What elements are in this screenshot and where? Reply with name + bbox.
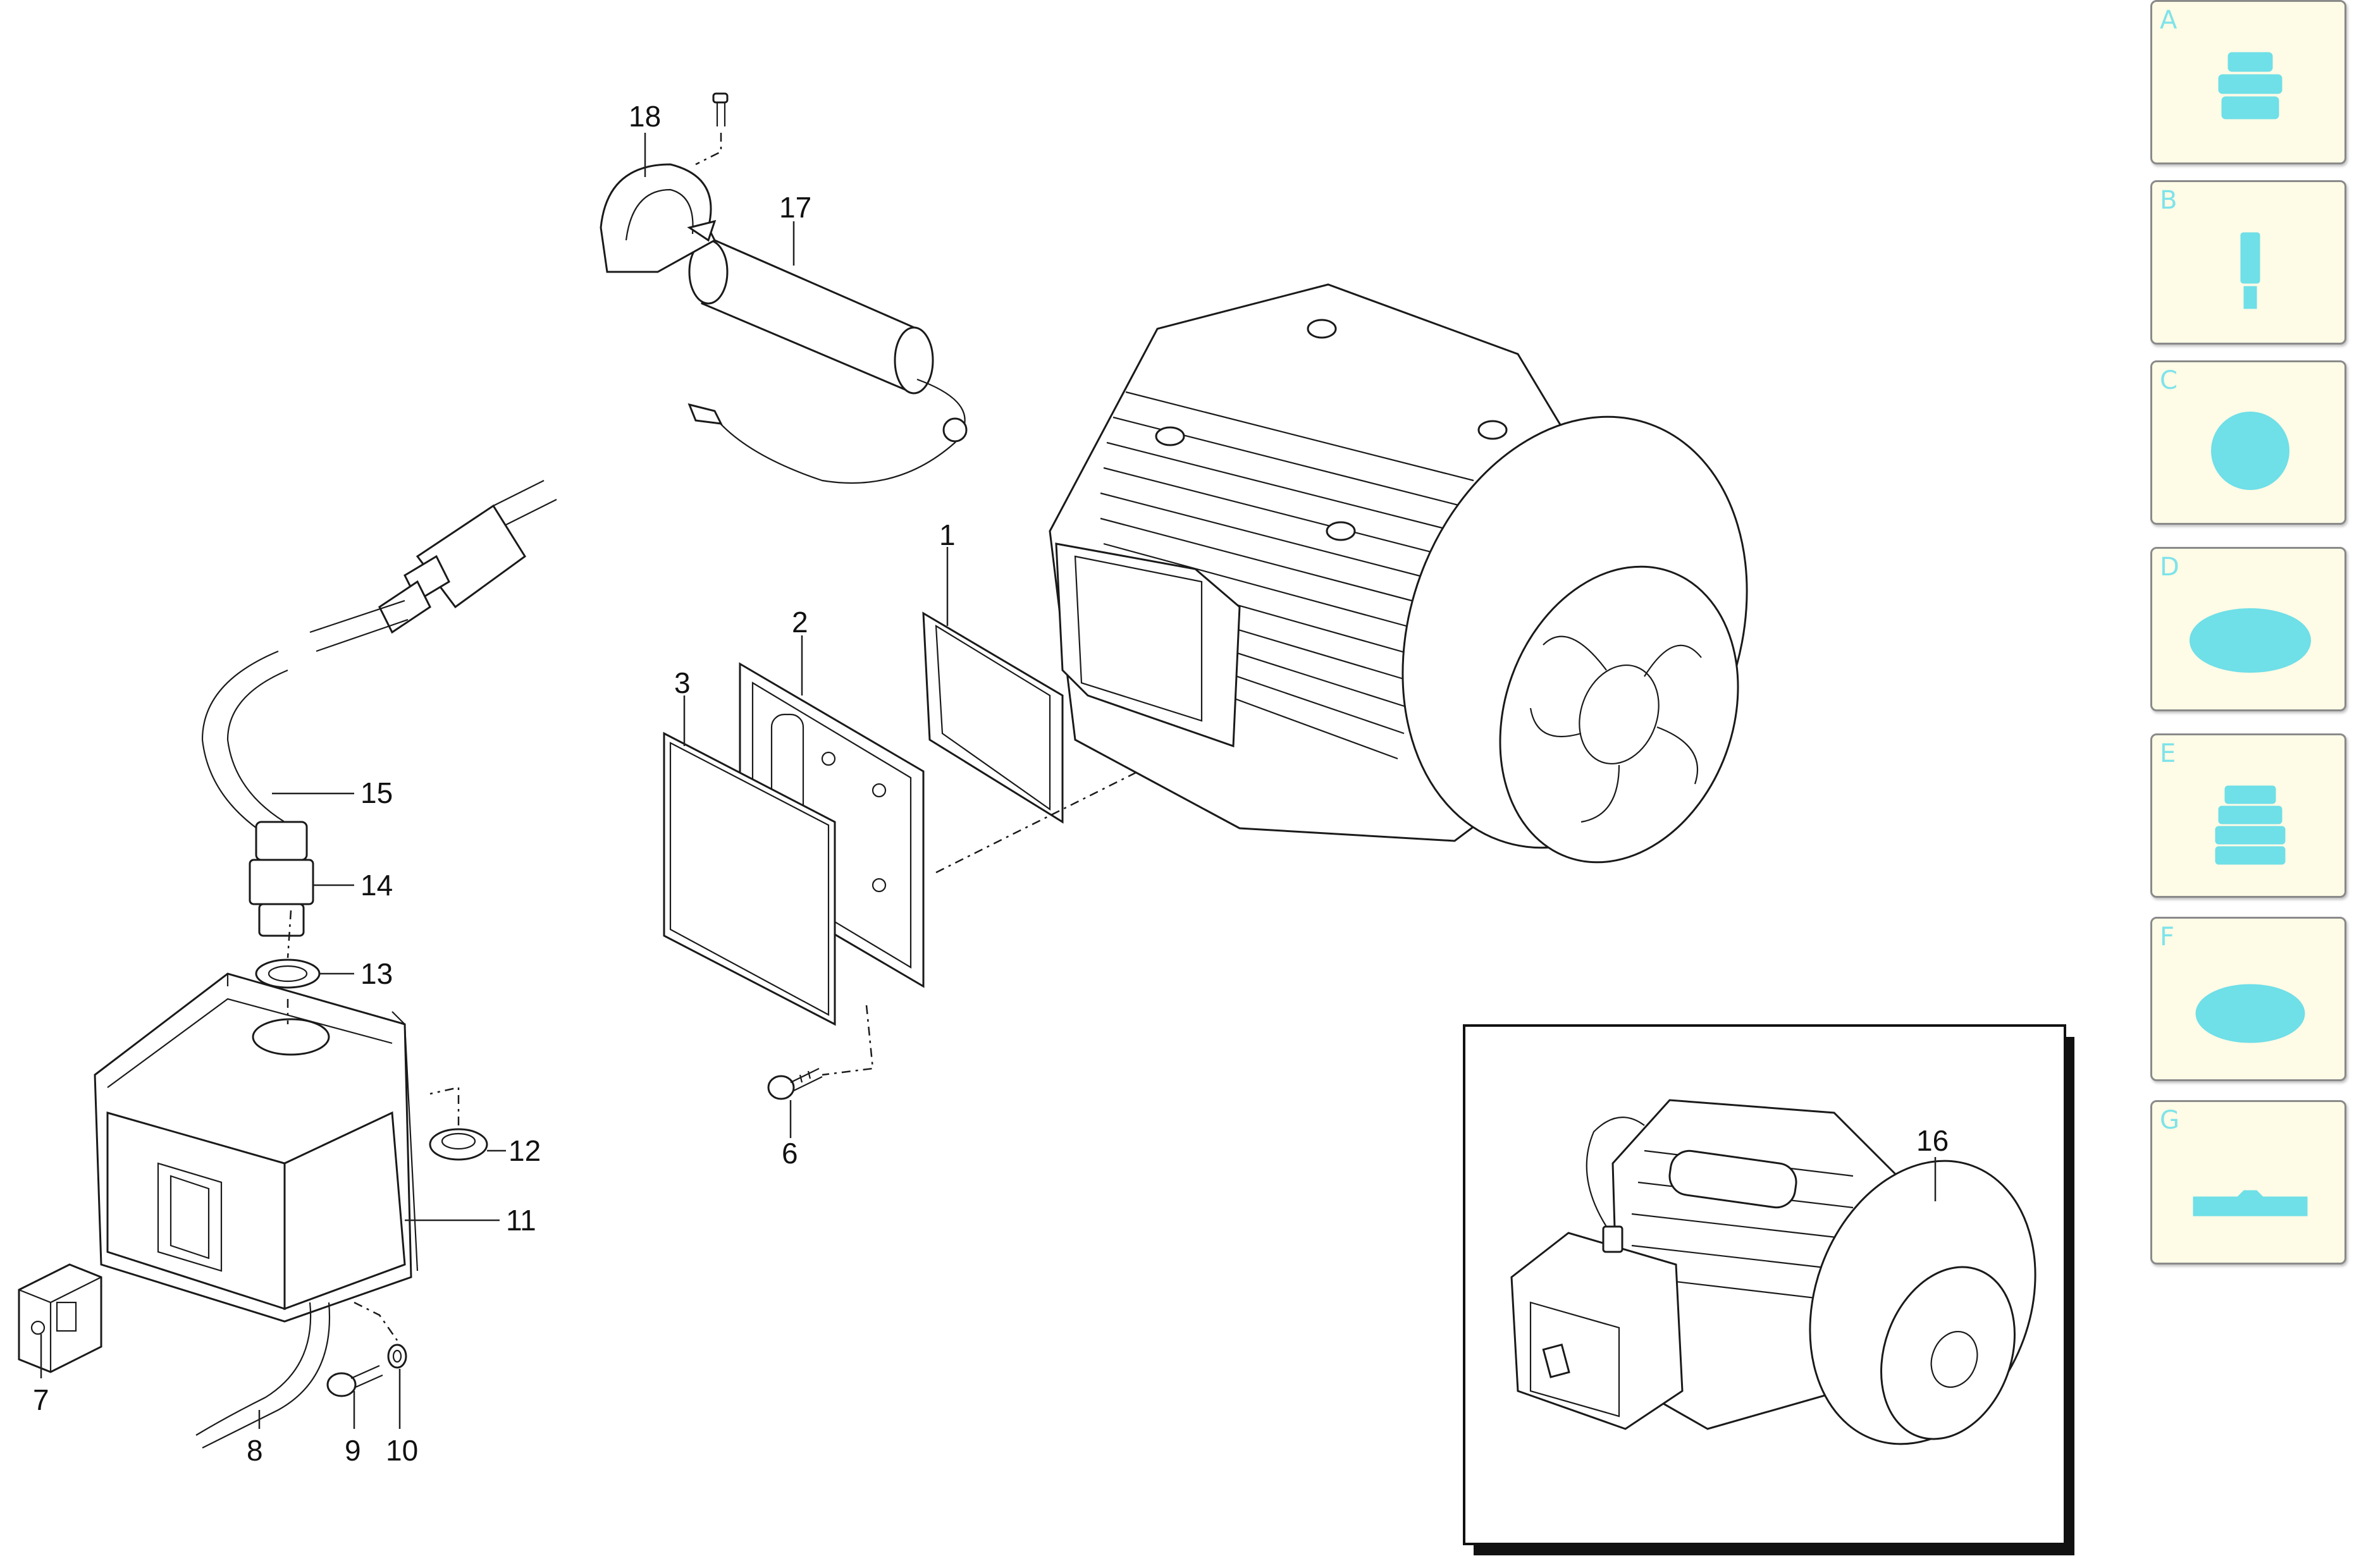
bearing-stack-icon xyxy=(2215,785,2286,865)
category-sidebar: A B C D E F G xyxy=(2150,0,2359,1568)
clamp-screw xyxy=(695,92,729,166)
category-letter: C xyxy=(2160,366,2178,395)
callout-10: 10 xyxy=(386,1434,418,1467)
ring-gasket-icon xyxy=(2211,412,2289,490)
pump-head-icon xyxy=(2218,52,2283,119)
category-letter: E xyxy=(2160,739,2176,768)
callout-16: 16 xyxy=(1916,1124,1949,1157)
category-tile-g[interactable]: G xyxy=(2150,1100,2346,1265)
category-letter: B xyxy=(2160,186,2178,215)
power-cable xyxy=(201,599,409,842)
category-tile-b[interactable]: B xyxy=(2150,180,2346,345)
callout-15: 15 xyxy=(360,776,393,809)
callout-8: 8 xyxy=(247,1434,263,1467)
category-tile-c[interactable]: C xyxy=(2150,360,2346,525)
callout-1: 1 xyxy=(939,518,956,551)
callout-12: 12 xyxy=(508,1134,541,1167)
switch-box xyxy=(94,972,419,1323)
callout-7: 7 xyxy=(33,1383,49,1416)
motor-cable xyxy=(195,1302,330,1449)
lock-nut xyxy=(429,1086,488,1161)
cover-gasket xyxy=(663,732,836,1026)
category-letter: F xyxy=(2160,922,2175,952)
callout-17: 17 xyxy=(779,191,811,224)
callout-18: 18 xyxy=(629,100,661,133)
electric-motor xyxy=(1049,283,1748,864)
callout-leaders xyxy=(40,133,1937,1429)
seal-ring-icon xyxy=(2190,608,2311,673)
category-letter: D xyxy=(2160,553,2179,582)
callout-labels: 1 2 3 6 7 8 9 10 11 12 13 14 15 16 17 18 xyxy=(33,100,1949,1467)
box-screw xyxy=(326,1364,383,1397)
cable-gland xyxy=(249,821,314,937)
screw-6 xyxy=(767,1068,823,1100)
assembly-lines xyxy=(286,770,1139,1076)
capacitor xyxy=(687,238,968,484)
o-ring-icon xyxy=(2195,984,2305,1043)
callout-3: 3 xyxy=(674,666,691,699)
category-tile-e[interactable]: E xyxy=(2150,733,2346,898)
rocker-switch xyxy=(18,1263,102,1373)
callout-14: 14 xyxy=(360,869,393,902)
callout-2: 2 xyxy=(792,606,808,639)
assembled-view-inset xyxy=(1463,1024,2074,1555)
capacitor-clamp xyxy=(600,163,717,273)
callout-6: 6 xyxy=(782,1137,798,1170)
callout-11: 11 xyxy=(506,1204,536,1237)
power-plug xyxy=(378,480,557,634)
category-tile-f[interactable]: F xyxy=(2150,917,2346,1081)
category-letter: A xyxy=(2160,6,2178,35)
category-letter: G xyxy=(2160,1106,2179,1135)
category-tile-a[interactable]: A xyxy=(2150,0,2346,164)
category-tile-d[interactable]: D xyxy=(2150,547,2346,711)
box-washer xyxy=(354,1301,407,1369)
plate-icon xyxy=(2193,1190,2308,1216)
callout-9: 9 xyxy=(345,1434,361,1467)
callout-13: 13 xyxy=(360,957,393,990)
gland-washer xyxy=(255,959,321,989)
terminal-gasket xyxy=(922,611,1064,824)
shaft-icon xyxy=(2240,232,2260,309)
